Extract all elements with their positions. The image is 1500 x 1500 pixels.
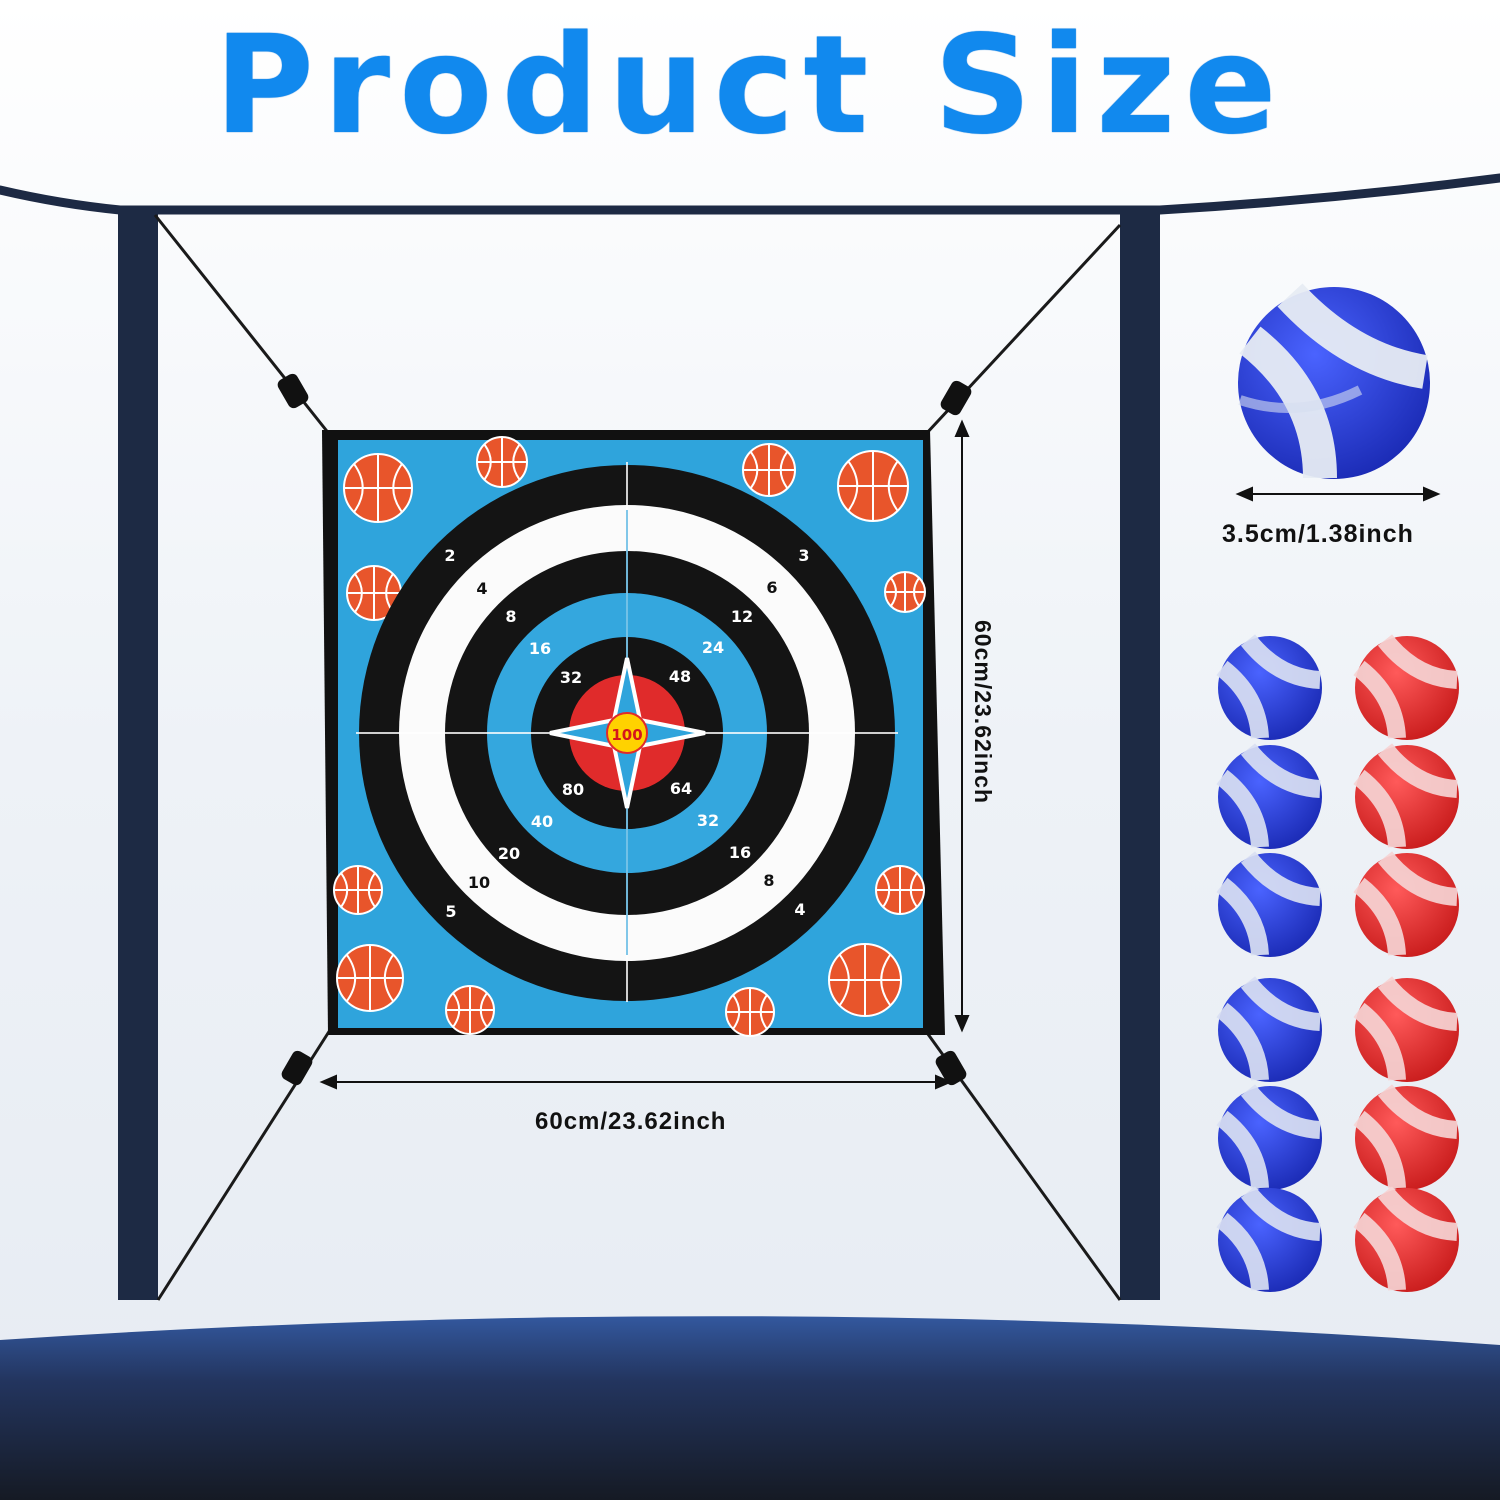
score-white-tr: 6 xyxy=(766,578,777,597)
score-outer-bl: 5 xyxy=(445,902,456,921)
trampoline-frame xyxy=(0,173,1500,1300)
blue-sticky-ball xyxy=(1216,1084,1322,1190)
sticky-balls-set xyxy=(1216,634,1459,1292)
trampoline-mat xyxy=(0,1316,1500,1500)
blue-sticky-ball xyxy=(1216,976,1322,1082)
red-sticky-ball xyxy=(1353,743,1459,849)
score-labels: 100 2 3 5 4 4 6 10 8 8 12 20 16 16 24 40… xyxy=(444,546,809,921)
blue-sticky-ball xyxy=(1216,634,1322,740)
ball-diameter-label: 3.5cm/1.38inch xyxy=(1222,520,1414,548)
basketball-icon xyxy=(333,865,383,915)
score-inner-br: 16 xyxy=(729,843,751,862)
basketball-icon xyxy=(837,450,909,522)
score-inner-tr: 12 xyxy=(731,607,753,626)
blue-sticky-ball xyxy=(1216,1186,1322,1292)
basketball-icon xyxy=(875,865,925,915)
basketball-icon xyxy=(343,453,413,523)
score-blue-tr: 24 xyxy=(702,638,724,657)
score-inner-bl: 20 xyxy=(498,844,520,863)
score-center-br: 64 xyxy=(670,779,692,798)
score-blue-bl: 40 xyxy=(531,812,553,831)
basketball-icon xyxy=(828,943,902,1017)
red-sticky-ball xyxy=(1353,976,1459,1082)
score-white-tl: 4 xyxy=(476,579,487,598)
blue-sticky-ball xyxy=(1216,743,1322,849)
red-sticky-ball xyxy=(1353,1084,1459,1190)
cord-clips xyxy=(277,373,972,1086)
score-outer-br: 4 xyxy=(794,900,805,919)
red-sticky-ball xyxy=(1353,851,1459,957)
score-white-bl: 10 xyxy=(468,873,490,892)
score-white-br: 8 xyxy=(763,871,774,890)
basketball-icon xyxy=(725,987,775,1037)
dimension-arrows xyxy=(319,419,1441,1090)
basketball-icon xyxy=(884,571,926,613)
target-height-label: 60cm/23.62inch xyxy=(970,620,996,805)
blue-sticky-ball xyxy=(1216,851,1322,957)
score-center-bl: 80 xyxy=(562,780,584,799)
score-outer-tl: 2 xyxy=(444,546,455,565)
score-blue-br: 32 xyxy=(697,811,719,830)
basketball-icon xyxy=(336,944,404,1012)
basketball-icon xyxy=(445,985,495,1035)
target-mat xyxy=(322,430,945,1037)
score-blue-tl: 16 xyxy=(529,639,551,658)
score-inner-tl: 8 xyxy=(505,607,516,626)
basketball-decorations xyxy=(333,436,926,1037)
basketball-icon xyxy=(742,443,796,497)
page-title: Product Size xyxy=(214,7,1286,165)
red-sticky-ball xyxy=(1353,1186,1459,1292)
basketball-icon xyxy=(476,436,528,488)
score-center-tl: 32 xyxy=(560,668,582,687)
red-sticky-ball xyxy=(1353,634,1459,740)
large-sticky-ball xyxy=(1238,283,1430,479)
score-center-tr: 48 xyxy=(669,667,691,686)
score-outer-tr: 3 xyxy=(798,546,809,565)
target-width-label: 60cm/23.62inch xyxy=(535,1108,727,1135)
center-score: 100 xyxy=(611,726,642,744)
